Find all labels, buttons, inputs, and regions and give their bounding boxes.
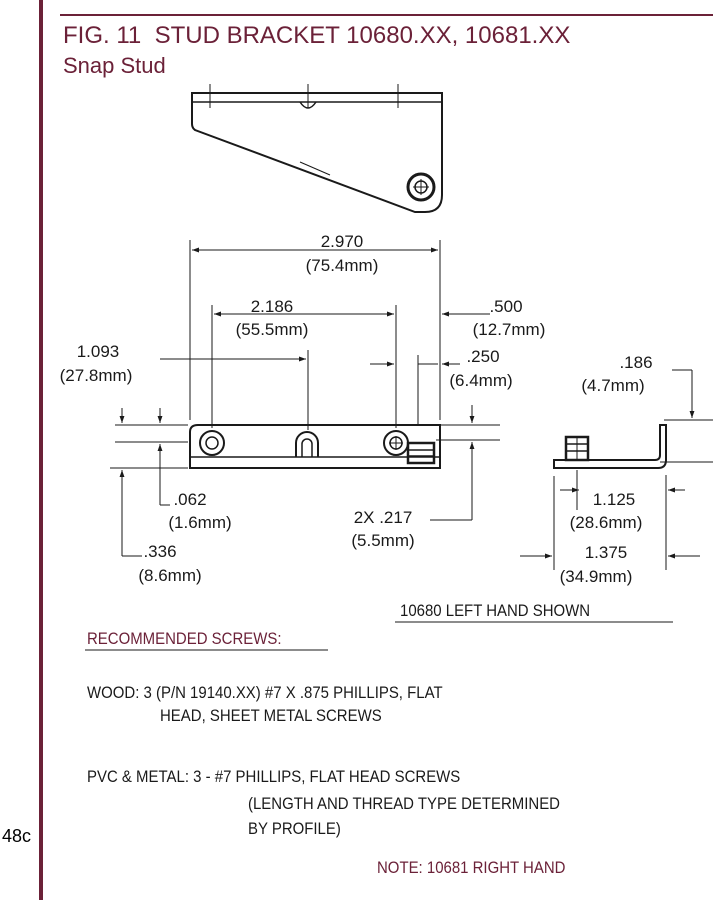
dim-edge-mm: (6.4mm) <box>449 371 512 390</box>
dim-stud-mm: (28.6mm) <box>570 513 643 532</box>
screws-heading: RECOMMENDED SCREWS: <box>87 629 282 648</box>
dim-flange-mm: (4.7mm) <box>581 376 644 395</box>
screws-pvc-line1: PVC & METAL: 3 - #7 PHILLIPS, FLAT HEAD … <box>87 767 461 786</box>
dim-height-mm: (8.6mm) <box>138 566 201 585</box>
dim-side-mm: (34.9mm) <box>560 567 633 586</box>
page-number: 48c <box>2 826 32 846</box>
screws-pvc-line3: BY PROFILE) <box>248 819 341 838</box>
dim-stud-in: 1.125 <box>593 490 636 509</box>
dim-end-mm: (12.7mm) <box>473 320 546 339</box>
header-rule <box>60 14 713 16</box>
dim-half-mm: (27.8mm) <box>60 366 133 385</box>
dim-side-in: 1.375 <box>585 543 628 562</box>
dimension-lines <box>85 240 713 651</box>
bracket-side-view <box>553 424 667 469</box>
right-hand-note: NOTE: 10681 RIGHT HAND <box>377 858 566 877</box>
dim-overall-in: 2.970 <box>321 232 364 251</box>
bracket-top-view <box>191 84 443 213</box>
dimension-labels: 2.970 (75.4mm) 2.186 (55.5mm) .500 (12.7… <box>60 232 653 586</box>
left-hand-label: 10680 LEFT HAND SHOWN <box>400 601 591 620</box>
dim-end-in: .500 <box>489 297 522 316</box>
dim-spacing-mm: (55.5mm) <box>236 320 309 339</box>
screws-pvc-line2: (LENGTH AND THREAD TYPE DETERMINED <box>248 794 561 813</box>
screws-wood-line2: HEAD, SHEET METAL SCREWS <box>160 706 382 725</box>
dim-thickness-in: .062 <box>173 490 206 509</box>
sidebar-rule <box>39 0 43 900</box>
dim-hole-mm: (5.5mm) <box>351 531 414 550</box>
bracket-front-view <box>189 424 441 469</box>
screws-wood-line1: WOOD: 3 (P/N 19140.XX) #7 X .875 PHILLIP… <box>87 683 443 702</box>
dim-flange-in: .186 <box>619 353 652 372</box>
dim-thickness-mm: (1.6mm) <box>168 513 231 532</box>
dim-spacing-in: 2.186 <box>251 297 294 316</box>
figure-subtitle: Snap Stud <box>63 53 166 78</box>
dim-overall-mm: (75.4mm) <box>306 256 379 275</box>
dim-hole-in: 2X .217 <box>354 508 413 527</box>
dim-edge-in: .250 <box>466 347 499 366</box>
dim-half-in: 1.093 <box>77 342 120 361</box>
dim-height-in: .336 <box>143 542 176 561</box>
figure-title: FIG. 11 STUD BRACKET 10680.XX, 10681.XX <box>63 22 571 49</box>
